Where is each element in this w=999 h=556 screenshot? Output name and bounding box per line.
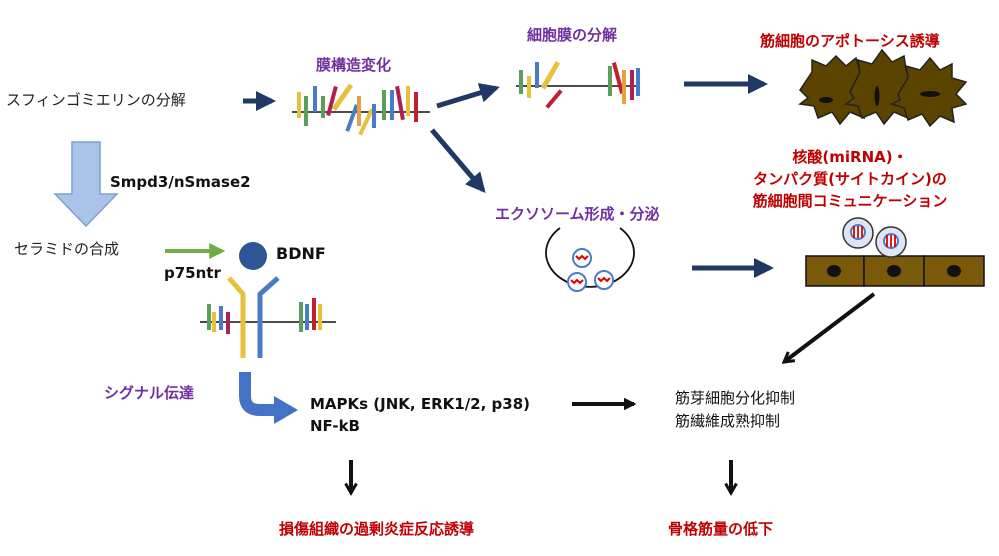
apoptotic-cells-figure [798, 48, 968, 128]
label-mapks: MAPKs (JNK, ERK1/2, p38) [310, 395, 530, 413]
arrow-membrane-to-breakdown [436, 83, 500, 109]
membrane-structure-change-figure [292, 83, 430, 136]
signaling-bent-arrow [239, 372, 276, 416]
label-enzyme: Smpd3/nSmase2 [110, 173, 251, 191]
label-muscle-mass-loss: 骨格筋量の低下 [668, 520, 774, 538]
arrow-cells-to-inhibition [784, 292, 876, 362]
label-ceramide-synthesis: セラミドの合成 [14, 240, 120, 258]
label-communication-line2: タンパク質(サイトカイン)の [753, 170, 947, 188]
label-communication-line1: 核酸(miRNA)・ [792, 148, 908, 166]
label-bdnf: BDNF [276, 244, 326, 263]
membrane-breakdown-figure [516, 61, 640, 109]
exosome-figure [545, 227, 635, 292]
arrows [53, 74, 876, 493]
label-signaling: シグナル伝達 [104, 384, 195, 402]
label-membrane-structure-change: 膜構造変化 [316, 56, 392, 74]
enzyme-block-arrow [53, 141, 119, 228]
label-communication-line3: 筋細胞間コミュニケーション [752, 192, 948, 210]
p75ntr-receptor-figure [200, 242, 336, 358]
arrow-membrane-to-exosome [430, 128, 486, 194]
label-myofiber-inhibition: 筋繊維成熟抑制 [675, 412, 781, 430]
label-sphingomyelin-breakdown: スフィンゴミエリンの分解 [6, 91, 186, 109]
label-apoptosis: 筋細胞のアポトーシス誘導 [760, 32, 940, 50]
label-p75ntr: p75ntr [164, 264, 221, 282]
label-communication: 核酸(miRNA)・ タンパク質(サイトカイン)の 筋細胞間コミュニケーション [712, 146, 988, 212]
label-membrane-breakdown: 細胞膜の分解 [527, 26, 618, 44]
label-inflammation: 損傷組織の過剰炎症反応誘導 [279, 520, 475, 538]
muscle-cells-figure [805, 217, 985, 287]
label-nfkb: NF-kB [310, 417, 360, 435]
label-exosome-formation: エクソソーム形成・分泌 [495, 205, 660, 223]
label-myoblast-inhibition: 筋芽細胞分化抑制 [675, 389, 796, 407]
